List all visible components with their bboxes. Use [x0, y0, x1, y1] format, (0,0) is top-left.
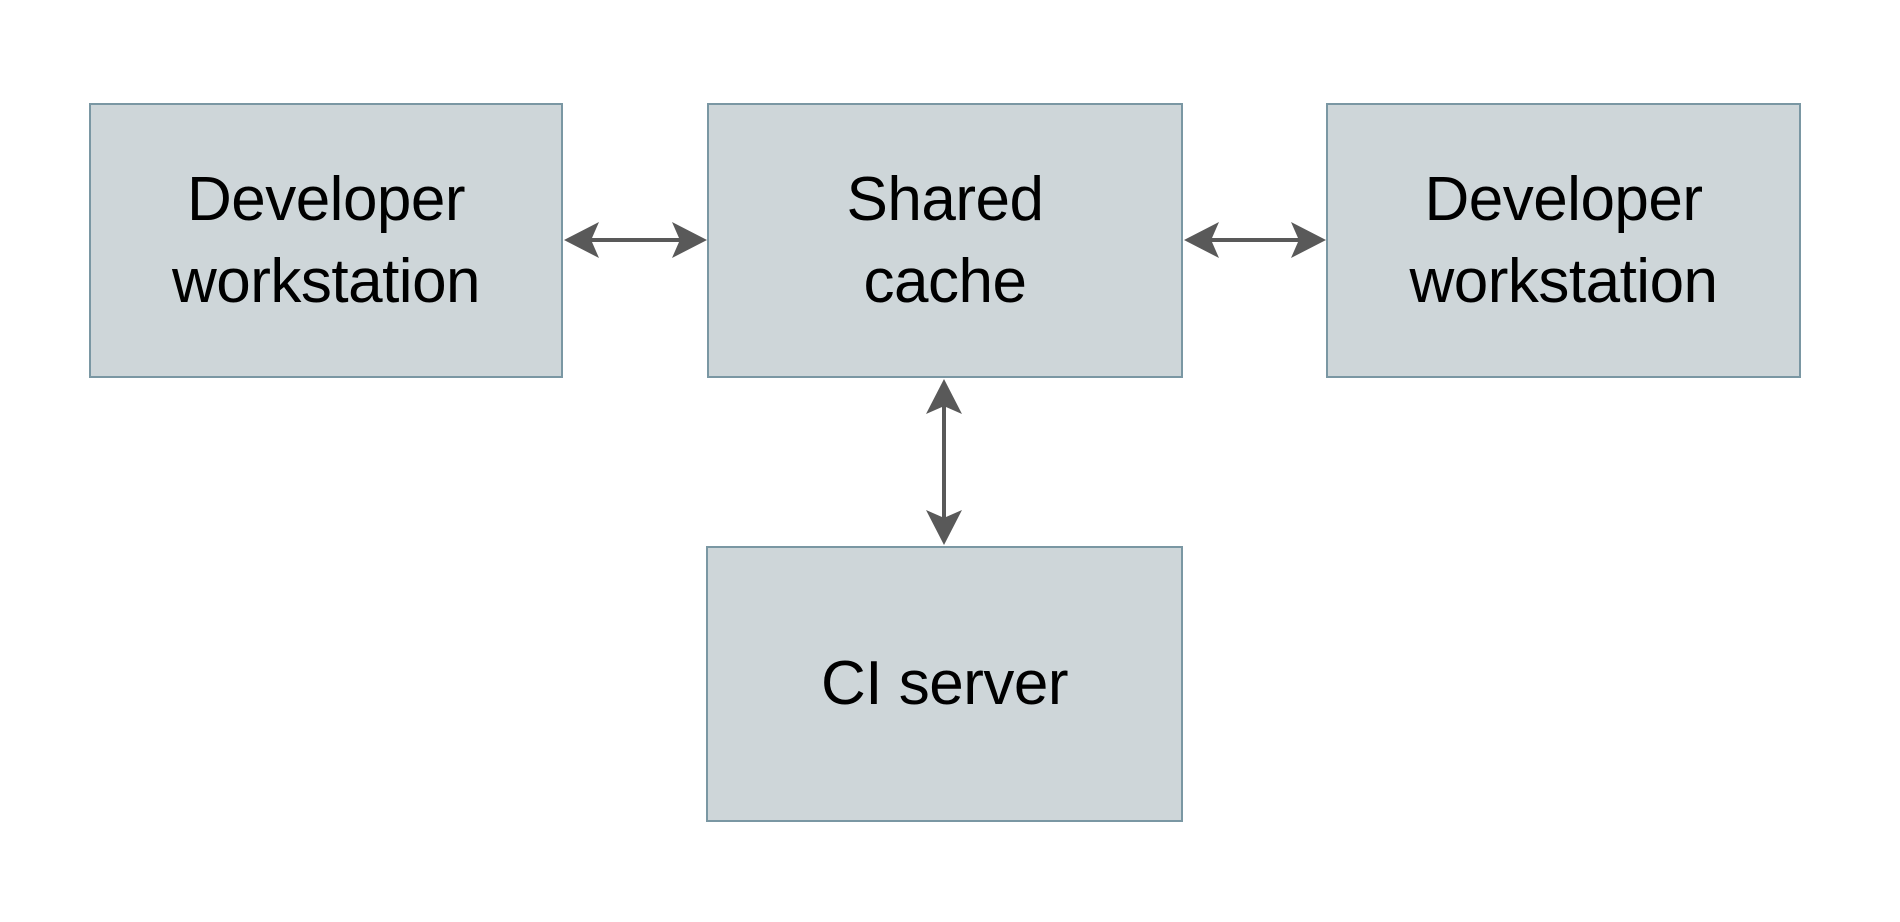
node-developer-workstation-right[interactable]: Developer workstation [1326, 103, 1801, 378]
edge-shared-cache-to-developer-workstation-right [1184, 222, 1326, 258]
edge-developer-workstation-left-to-shared-cache [564, 222, 707, 258]
double-arrow-vertical-icon [926, 379, 962, 545]
node-developer-workstation-left[interactable]: Developer workstation [89, 103, 563, 378]
node-ci-server[interactable]: CI server [706, 546, 1183, 822]
node-label: Developer workstation [1409, 164, 1718, 316]
double-arrow-horizontal-icon [1184, 222, 1326, 258]
node-shared-cache[interactable]: Shared cache [707, 103, 1183, 378]
double-arrow-horizontal-icon [564, 222, 707, 258]
node-label: Developer workstation [171, 164, 481, 316]
node-label: Shared cache [846, 164, 1044, 316]
node-label: CI server [821, 649, 1068, 719]
edge-shared-cache-to-ci-server [926, 379, 962, 545]
